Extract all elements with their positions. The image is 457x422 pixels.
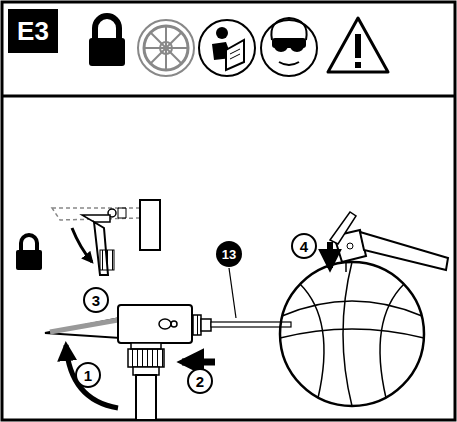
push-arrow xyxy=(182,359,215,366)
panel-id: E3 xyxy=(17,18,49,44)
callout-number: 4 xyxy=(291,233,317,259)
leader-line xyxy=(229,268,236,318)
basketball xyxy=(280,262,424,406)
read-manual-icon xyxy=(199,20,255,76)
callout-number: 2 xyxy=(187,368,213,394)
inset-pump-head xyxy=(52,200,160,275)
callout-number: 3 xyxy=(83,287,109,313)
pump-head xyxy=(45,305,192,420)
warning-icon xyxy=(328,18,388,72)
callout-text: 2 xyxy=(196,374,204,389)
lock-icon-small xyxy=(16,235,42,270)
panel-id-box: E3 xyxy=(8,9,58,53)
rotate-arrow xyxy=(66,345,118,408)
callout-number: 1 xyxy=(75,362,101,388)
callout-text: 3 xyxy=(92,293,100,308)
callout-number: 13 xyxy=(216,241,242,267)
lock-icon xyxy=(89,16,125,66)
callout-text: 1 xyxy=(84,368,92,383)
press-arrow xyxy=(327,242,333,268)
pump-head-on-ball xyxy=(330,212,448,272)
callout-text: 13 xyxy=(222,248,236,261)
wheel-icon xyxy=(138,20,194,76)
inflation-needle xyxy=(193,268,291,335)
callout-text: 4 xyxy=(300,239,308,254)
goggles-icon xyxy=(261,18,317,76)
header-divider xyxy=(2,95,455,98)
